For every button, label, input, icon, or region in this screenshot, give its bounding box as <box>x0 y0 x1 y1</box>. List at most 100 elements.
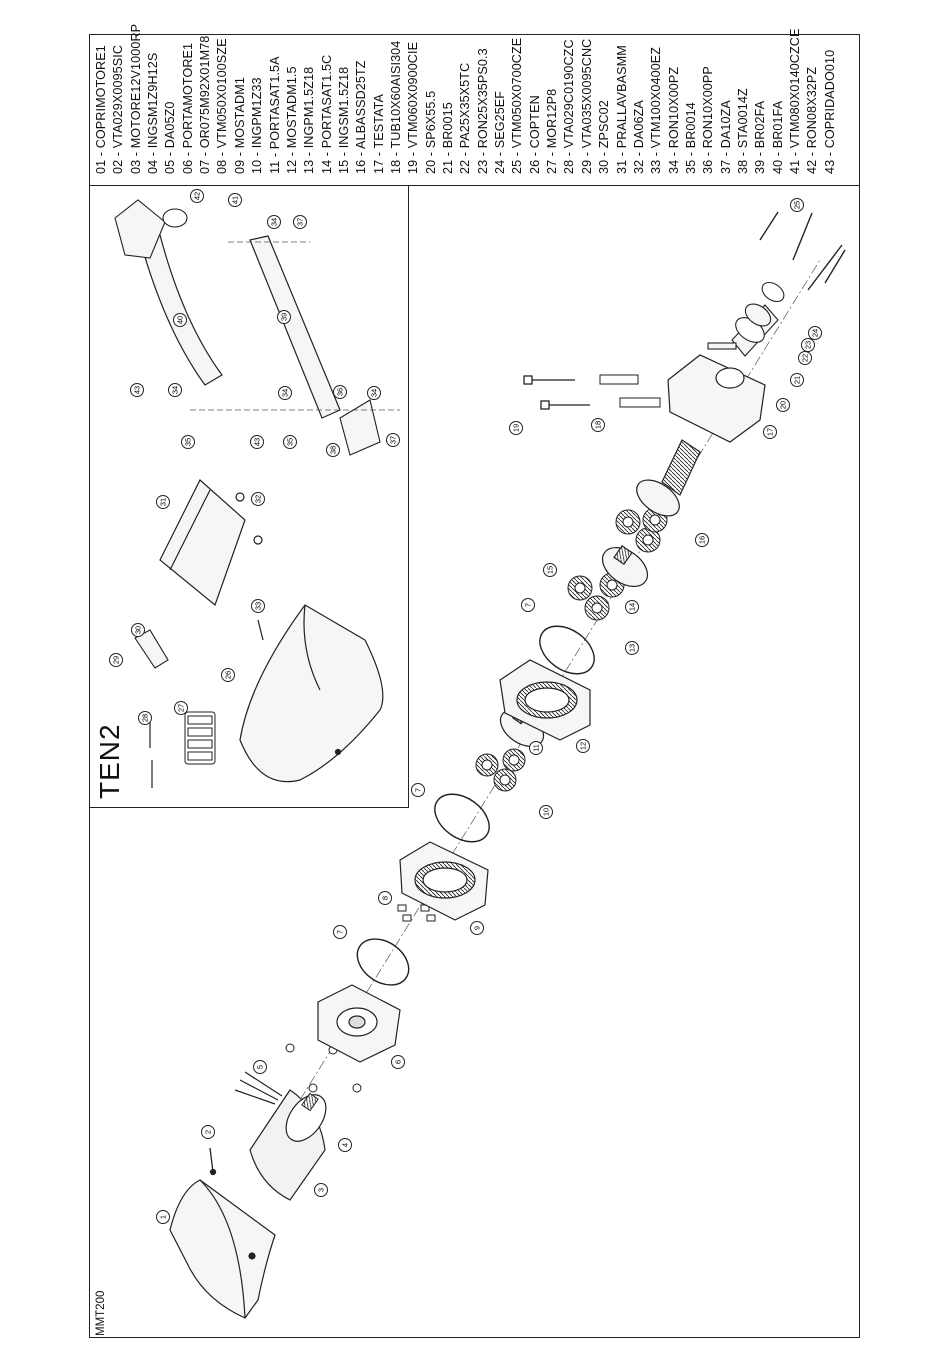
o-ring-c <box>539 625 595 675</box>
head-17 <box>667 354 766 443</box>
hub-42 <box>114 199 188 259</box>
callout-circle <box>173 313 187 327</box>
callout-c5: 5 <box>253 1060 267 1074</box>
callout-c35a: 35 <box>181 435 195 449</box>
callout-circle <box>391 1055 405 1069</box>
callout-c36: 36 <box>333 385 347 399</box>
callout-label: 34 <box>171 386 180 394</box>
callout-circle <box>283 435 297 449</box>
callout-circle <box>539 805 553 819</box>
callout-label: 11 <box>532 744 541 752</box>
callout-label: 7 <box>414 788 423 792</box>
callout-c13: 13 <box>625 641 639 655</box>
ten2-inset-frame <box>89 185 409 808</box>
motor <box>234 1071 327 1201</box>
callout-label: 5 <box>256 1065 265 1069</box>
output-shaft-16 <box>636 439 701 517</box>
callout-circle <box>470 921 484 935</box>
callout-circle <box>251 599 265 613</box>
callout-circle <box>174 701 188 715</box>
callout-label: 18 <box>594 421 603 429</box>
callout-label: 29 <box>112 656 121 664</box>
callout-c16: 16 <box>695 533 709 547</box>
callout-label: 34 <box>370 389 379 397</box>
callout-circle <box>529 741 543 755</box>
callout-label: 25 <box>793 201 802 209</box>
callout-label: 20 <box>779 401 788 409</box>
callout-circle <box>190 189 204 203</box>
callout-label: 7 <box>336 930 345 934</box>
callout-c29: 29 <box>109 653 123 667</box>
callout-c43b: 43 <box>250 435 264 449</box>
callout-label: 38 <box>329 446 338 454</box>
callout-label: 7 <box>524 603 533 607</box>
callout-circle <box>543 563 557 577</box>
screw-part-2 <box>209 1147 217 1176</box>
callout-c40: 40 <box>173 313 187 327</box>
callout-circle <box>109 653 123 667</box>
callout-circle <box>251 492 265 506</box>
shaft-hardware <box>707 281 785 357</box>
callout-label: 22 <box>801 354 810 362</box>
ring-gear-housing-9 <box>399 841 489 921</box>
callout-circle <box>776 398 790 412</box>
callout-c6: 6 <box>391 1055 405 1069</box>
callout-c7a: 7 <box>333 925 347 939</box>
callout-label: 8 <box>381 896 390 900</box>
callout-c11: 11 <box>529 741 543 755</box>
callout-circle <box>228 193 242 207</box>
planet-gears-10 <box>475 748 526 792</box>
callout-c14: 14 <box>625 600 639 614</box>
callout-c19: 19 <box>509 421 523 435</box>
bracket-38 <box>339 399 381 456</box>
screws-28 <box>149 720 153 788</box>
motor-holder <box>317 984 401 1063</box>
callout-c21: 21 <box>790 373 804 387</box>
callout-circle <box>521 598 535 612</box>
callout-c34d: 34 <box>267 215 281 229</box>
callout-c42: 42 <box>190 189 204 203</box>
callout-label: 36 <box>336 388 345 396</box>
tubes-18 <box>599 374 661 408</box>
callout-label: 37 <box>389 436 398 444</box>
callout-circle <box>576 739 590 753</box>
callout-circle <box>278 386 292 400</box>
callout-label: 37 <box>296 218 305 226</box>
parts-list-divider <box>89 185 860 186</box>
callout-circle <box>253 1060 267 1074</box>
callout-circle <box>763 425 777 439</box>
callout-c12: 12 <box>576 739 590 753</box>
arm-40 <box>139 234 223 386</box>
planet-carrier-14 <box>601 544 649 588</box>
callout-label: 35 <box>286 438 295 446</box>
callout-label: 31 <box>159 498 168 506</box>
callout-c39: 39 <box>277 310 291 324</box>
callout-c27: 27 <box>174 701 188 715</box>
screws-part-5 <box>285 1043 362 1093</box>
callout-label: 32 <box>254 495 263 503</box>
callout-c37b: 37 <box>293 215 307 229</box>
callout-label: 43 <box>253 438 262 446</box>
callout-circle <box>168 383 182 397</box>
callout-label: 27 <box>177 704 186 712</box>
screws-19 <box>523 375 590 410</box>
callout-circle <box>326 443 340 457</box>
callout-c24: 24 <box>808 326 822 340</box>
callout-c37a: 37 <box>386 433 400 447</box>
callout-c31: 31 <box>156 495 170 509</box>
callout-c25: 25 <box>790 198 804 212</box>
callout-label: 39 <box>280 313 289 321</box>
callout-c34b: 34 <box>278 386 292 400</box>
motor-cover <box>169 1179 276 1319</box>
callout-c3: 3 <box>314 1183 328 1197</box>
planet-gears-15 <box>615 507 668 553</box>
callout-c33: 33 <box>251 599 265 613</box>
callout-c26: 26 <box>221 668 235 682</box>
callout-label: 19 <box>512 424 521 432</box>
callout-c35b: 35 <box>283 435 297 449</box>
drawing-frame <box>89 34 860 1338</box>
callout-circle <box>221 668 235 682</box>
callout-label: 2 <box>204 1130 213 1134</box>
callout-c17: 17 <box>763 425 777 439</box>
